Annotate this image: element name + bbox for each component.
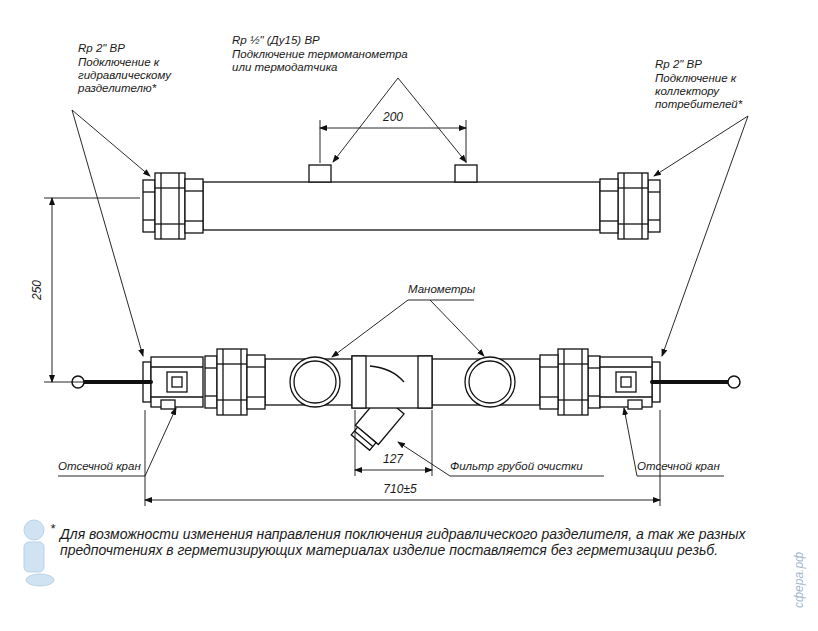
watermark: сфера.рф <box>793 552 807 608</box>
connection-note: Подключение к коллектору потребителей* <box>655 72 765 112</box>
thread-spec: Rp 2" ВР <box>78 42 125 55</box>
thread-spec: Rp ½" (Ду15) ВР <box>232 34 320 47</box>
footnote: Для возможности изменения направления по… <box>60 526 775 558</box>
footnote-mark: * <box>50 522 55 537</box>
dimension: 250 <box>31 280 45 300</box>
dimension: 200 <box>383 111 403 125</box>
part-label: Манометры <box>408 283 475 296</box>
thread-spec: Rp 2" ВР <box>655 58 702 71</box>
part-label: Отсечной кран <box>58 460 141 473</box>
dimension: 710±5 <box>383 483 416 497</box>
dimension: 127 <box>383 453 403 467</box>
part-label: Фильтр грубой очистки <box>450 460 583 473</box>
part-label: Отсечной кран <box>637 460 720 473</box>
connection-note: Подключение термоманометра или термодатч… <box>232 48 412 74</box>
connection-note: Подключение к гидравлическому разделител… <box>78 56 190 96</box>
